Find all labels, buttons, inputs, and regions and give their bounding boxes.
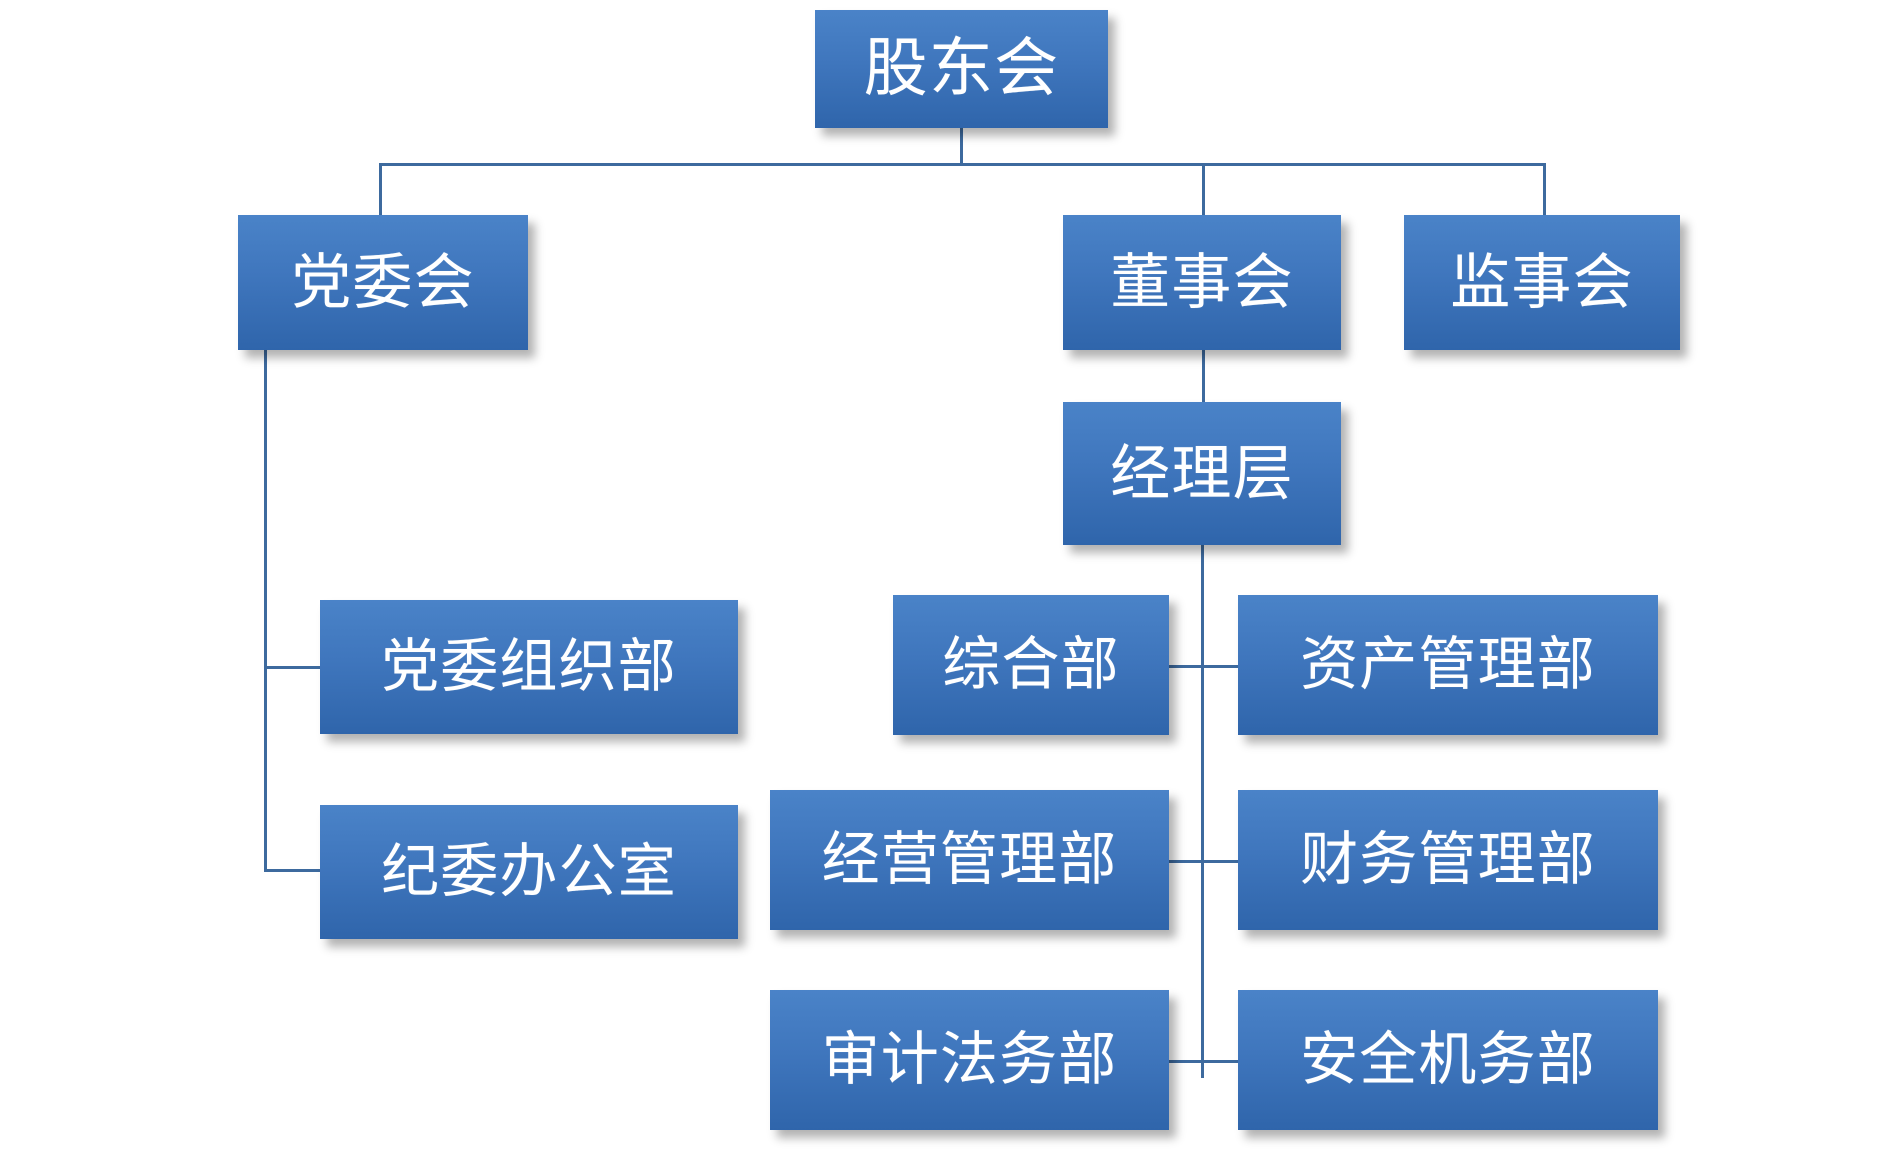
node-safety-machinery-dept[interactable]: 安全机务部	[1238, 990, 1658, 1130]
node-board-of-supervisors[interactable]: 监事会	[1404, 215, 1680, 350]
node-label-discipline-office: 纪委办公室	[381, 839, 677, 904]
connector-management-row1	[1168, 665, 1238, 668]
node-audit-legal-dept[interactable]: 审计法务部	[770, 990, 1169, 1130]
connector-party-to-discipline-office	[264, 869, 322, 872]
connector-party-to-organization-dept	[264, 666, 322, 669]
connector-party-spine	[264, 350, 267, 872]
node-shareholders-meeting[interactable]: 股东会	[815, 10, 1108, 128]
connector-root-stem	[960, 127, 963, 165]
node-financial-management-dept[interactable]: 财务管理部	[1238, 790, 1658, 930]
connector-level2-bus	[379, 163, 1545, 166]
node-discipline-office[interactable]: 纪委办公室	[320, 805, 738, 939]
connector-to-board-of-supervisors	[1543, 163, 1546, 215]
connector-to-party-committee	[379, 163, 382, 215]
connector-management-row3	[1168, 1060, 1238, 1063]
node-party-organization-dept[interactable]: 党委组织部	[320, 600, 738, 734]
node-label-general-affairs-dept: 综合部	[942, 632, 1120, 697]
connector-management-row2	[1168, 860, 1238, 863]
node-label-management-layer: 经理层	[1110, 440, 1294, 507]
node-label-audit-legal-dept: 审计法务部	[821, 1027, 1118, 1092]
node-management-layer[interactable]: 经理层	[1063, 402, 1341, 545]
node-label-financial-management-dept: 财务管理部	[1300, 827, 1596, 892]
node-label-shareholders-meeting: 股东会	[863, 33, 1060, 104]
connector-to-board-of-directors	[1202, 163, 1205, 215]
node-asset-management-dept[interactable]: 资产管理部	[1238, 595, 1658, 735]
node-general-affairs-dept[interactable]: 综合部	[893, 595, 1169, 735]
node-label-operations-management-dept: 经营管理部	[821, 827, 1118, 892]
node-label-board-of-directors: 董事会	[1110, 249, 1294, 316]
connector-management-spine	[1201, 545, 1204, 1078]
node-label-party-organization-dept: 党委组织部	[381, 634, 677, 699]
node-board-of-directors[interactable]: 董事会	[1063, 215, 1341, 350]
node-label-asset-management-dept: 资产管理部	[1300, 632, 1596, 697]
node-party-committee[interactable]: 党委会	[238, 215, 528, 350]
node-label-safety-machinery-dept: 安全机务部	[1300, 1027, 1596, 1092]
connector-directors-to-management	[1202, 350, 1205, 402]
node-label-party-committee: 党委会	[291, 249, 475, 316]
node-label-board-of-supervisors: 监事会	[1450, 249, 1634, 316]
node-operations-management-dept[interactable]: 经营管理部	[770, 790, 1169, 930]
